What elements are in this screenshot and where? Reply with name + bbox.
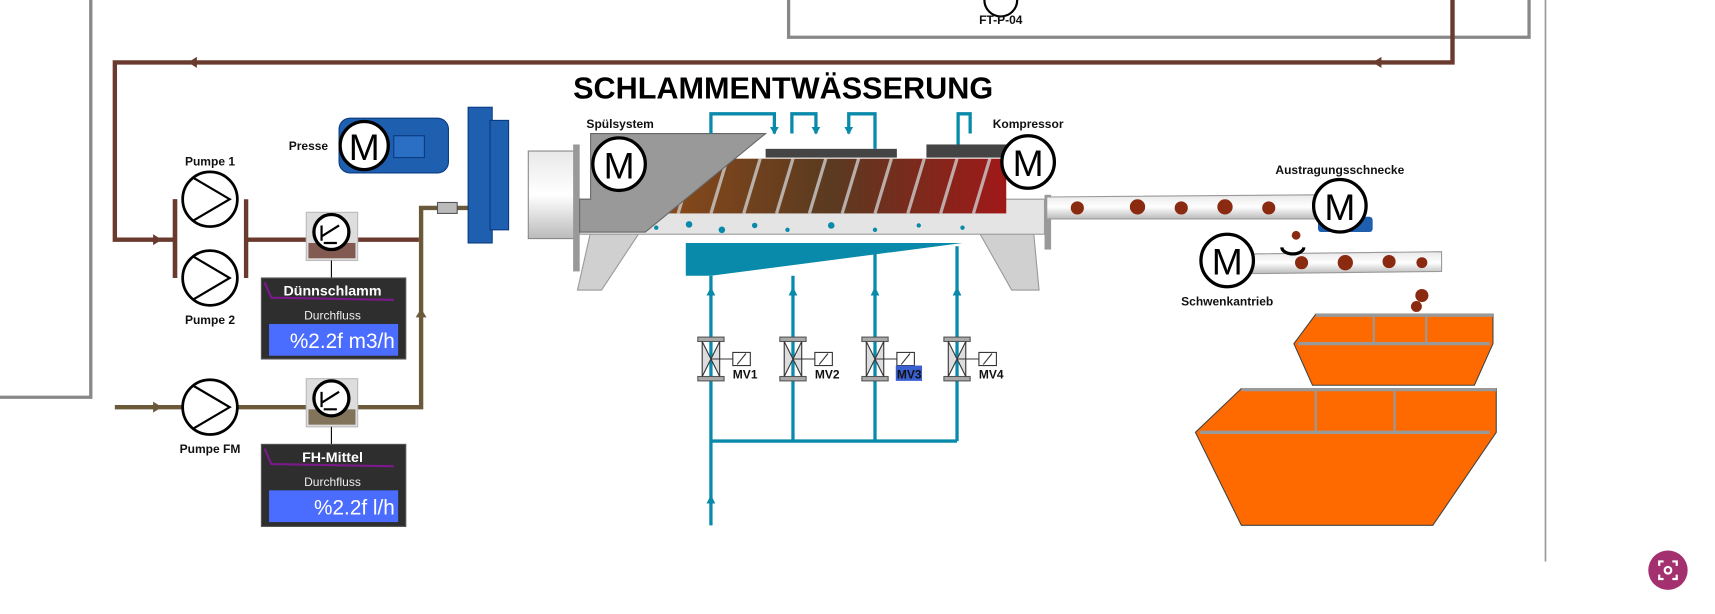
flowmeter-sludge[interactable] <box>305 211 359 278</box>
valve-label: MV2 <box>815 368 840 382</box>
pump-1[interactable]: Pumpe 1 <box>181 154 239 228</box>
motor-glyph: M <box>349 126 380 168</box>
flow-panel-duennschlamm: Dünnschlamm Durchfluss %2.2f m3/h <box>260 277 407 360</box>
pump-fm[interactable]: Pumpe FM <box>180 378 241 456</box>
valve-selection-highlight <box>895 365 923 381</box>
valve-label: MV3 <box>897 368 922 382</box>
valve-mv4[interactable]: MV4 <box>943 336 1004 382</box>
motor-glyph: M <box>1324 186 1355 228</box>
panel-title: FH-Mittel <box>302 450 363 466</box>
pump-fm-label: Pumpe FM <box>180 442 241 456</box>
flow-value: %2.2f l/h <box>314 496 395 519</box>
screen-capture-icon <box>1658 560 1678 581</box>
valve-label: MV1 <box>733 368 758 382</box>
gray-pipe-left <box>0 0 93 399</box>
discharge-label: Austragungsschnecke <box>1275 163 1404 177</box>
panel-title: Dünnschlamm <box>284 284 382 300</box>
compressor-label: Kompressor <box>993 117 1064 131</box>
flow-arrow-icon <box>153 234 162 246</box>
motor-glyph: M <box>1212 241 1243 283</box>
screen-capture-button[interactable] <box>1648 550 1688 590</box>
compressor-motor[interactable]: M Kompressor <box>993 117 1064 190</box>
ft-p-04-instrument[interactable]: FT-P-04 <box>979 0 1023 27</box>
press-label: Presse <box>289 139 329 153</box>
motor-glyph: M <box>604 144 635 186</box>
lower-container <box>1194 387 1497 526</box>
page-title: SCHLAMMENTWÄSSERUNG <box>573 71 993 105</box>
valve-mv3[interactable]: MV3 <box>861 336 923 382</box>
water-pipes <box>709 112 972 526</box>
pump-1-label: Pumpe 1 <box>185 154 235 168</box>
valve-label: MV4 <box>979 368 1004 382</box>
panel-subtitle: Durchfluss <box>304 475 361 489</box>
valve-mv1[interactable]: MV1 <box>697 336 758 382</box>
discharge-screw-motor[interactable]: M Austragungsschnecke <box>1275 163 1405 234</box>
sludge-pipe <box>112 0 1455 242</box>
valve-mv2[interactable]: MV2 <box>779 336 840 382</box>
upper-container <box>1293 313 1494 386</box>
ft-p-04-label: FT-P-04 <box>979 13 1023 27</box>
swivel-label: Schwenkantrieb <box>1181 294 1273 308</box>
pump-2[interactable]: Pumpe 2 <box>181 249 239 327</box>
flow-panel-fh-mittel: FH-Mittel Durchfluss %2.2f l/h <box>260 443 407 527</box>
flow-value: %2.2f m3/h <box>290 330 395 353</box>
motor-glyph: M <box>1013 142 1044 184</box>
swivel-drive-motor[interactable]: M Schwenkantrieb <box>1181 232 1273 308</box>
panel-subtitle: Durchfluss <box>304 309 361 323</box>
rinse-label: Spülsystem <box>586 117 653 131</box>
pump-2-label: Pumpe 2 <box>185 313 235 327</box>
press-motor[interactable]: M Presse <box>289 106 510 244</box>
rinse-motor[interactable]: M Spülsystem <box>586 117 654 193</box>
top-box-frame <box>786 0 1531 39</box>
flowmeter-agent[interactable] <box>305 378 359 445</box>
